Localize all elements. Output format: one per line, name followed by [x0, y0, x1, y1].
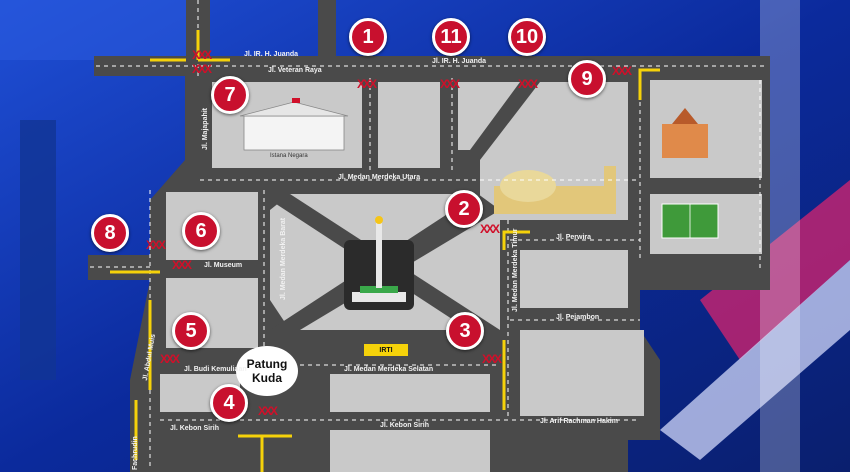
marker-1[interactable]: 1 — [349, 18, 387, 56]
street-merdeka-utara: Jl. Medan Merdeka Utara — [338, 174, 421, 181]
reroute-arrows — [110, 30, 660, 472]
street-museum: Jl. Museum — [204, 262, 243, 269]
street-merdeka-timur: Jl. Medan Merdeka Timur — [512, 228, 519, 312]
marker-7[interactable]: 7 — [211, 76, 249, 114]
street-perwira: Jl. Perwira — [556, 234, 592, 241]
closure-mark: XXX — [192, 48, 212, 62]
marker-4[interactable]: 4 — [210, 384, 248, 422]
flag-icon — [292, 98, 300, 103]
closure-mark: XXX — [440, 77, 460, 91]
street-merdeka-selatan: Jl. Medan Merdeka Selatan — [344, 366, 434, 373]
irti-label: IRTI — [364, 344, 408, 356]
patung-label-line2: Kuda — [252, 371, 282, 385]
closure-mark: XXX — [518, 77, 538, 91]
marker-3[interactable]: 3 — [446, 312, 484, 350]
closure-mark: XXX — [480, 222, 500, 236]
lane-markings — [90, 0, 768, 470]
patung-label-line1: Patung — [246, 357, 288, 371]
monas-flame-icon — [375, 216, 383, 224]
marker-9[interactable]: 9 — [568, 60, 606, 98]
block-d — [520, 330, 644, 416]
block-c — [520, 250, 628, 308]
closure-mark: XXX — [612, 64, 632, 78]
block-g — [330, 430, 490, 472]
street-fachrudin: Fachrudin — [132, 436, 139, 470]
istana-label: Istana Negara — [270, 153, 308, 159]
marker-8[interactable]: 8 — [91, 214, 129, 252]
street-pejambon: Jl. Pejambon — [556, 314, 600, 321]
street-kebon-sirih-1: Jl. Kebon Sirih — [170, 425, 220, 432]
closure-mark: XXX — [258, 404, 278, 418]
closure-mark: XXX — [192, 62, 212, 76]
closure-mark: XXX — [160, 352, 180, 366]
marker-11[interactable]: 11 — [432, 18, 470, 56]
block-b — [458, 82, 520, 150]
monas-base — [352, 292, 406, 302]
street-arif-rahman: Jl. Arif Rachman Hakim — [540, 418, 618, 425]
monas-grass — [360, 286, 398, 293]
decor-band-pink — [700, 180, 850, 360]
street-juanda-1: Jl. IR. H. Juanda — [244, 51, 299, 58]
church-icon — [662, 124, 708, 158]
closure-mark: XXX — [357, 77, 377, 91]
minaret — [604, 166, 616, 214]
monas-tower — [376, 222, 382, 288]
street-kebon-sirih-2: Jl. Kebon Sirih — [380, 422, 430, 429]
mosque-dome — [500, 170, 556, 202]
istana-roof — [239, 101, 349, 117]
road-north-2 — [318, 0, 336, 60]
marker-10[interactable]: 10 — [508, 18, 546, 56]
closure-mark: XXX — [482, 352, 502, 366]
closure-mark: XXX — [146, 238, 166, 252]
istana-icon — [243, 115, 345, 151]
marker-5[interactable]: 5 — [172, 312, 210, 350]
roof-decoration — [0, 0, 200, 60]
street-budi-kemuliaan: Jl. Budi Kemuliaan — [184, 366, 247, 373]
marker-6[interactable]: 6 — [182, 212, 220, 250]
street-veteran: Jl. Veteran Raya — [268, 67, 322, 74]
patung-kuda-roundabout: Patung Kuda — [236, 346, 298, 396]
column-decoration — [20, 120, 56, 380]
closure-mark: XXX — [172, 258, 192, 272]
street-majapahit: Jl. Majapahit — [202, 107, 209, 150]
street-merdeka-barat: Jl. Medan Merdeka Barat — [280, 217, 287, 300]
block-e — [330, 374, 490, 412]
church-spire — [672, 108, 698, 124]
block-a — [378, 82, 440, 168]
decor-band-light — [660, 260, 850, 460]
marker-2[interactable]: 2 — [445, 190, 483, 228]
street-juanda-2: Jl. IR. H. Juanda — [432, 58, 487, 65]
